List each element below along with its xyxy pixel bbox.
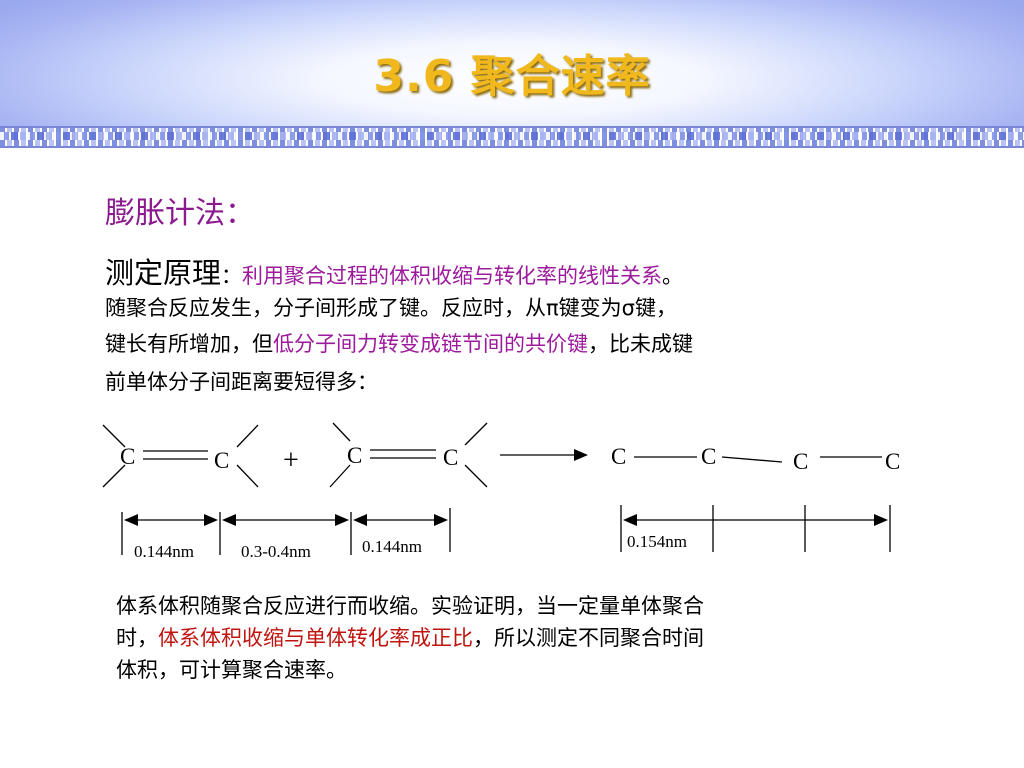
principle-colon: ： — [221, 264, 243, 288]
page-title: 3.6 聚合速率 — [373, 51, 651, 102]
dimension-label: 0.144nm — [134, 542, 194, 561]
header-banner — [0, 0, 1024, 128]
principle-highlight: 利用聚合过程的体积收缩与转化率的线性关系 — [242, 264, 663, 288]
principle-lead: 测定原理 — [105, 256, 222, 290]
principle-line3-a: 键长有所增加，但 — [105, 332, 273, 356]
principle-line-2: 随聚合反应发生，分子间形成了键。反应时，从π键变为σ键， — [105, 296, 677, 320]
principle-line3-highlight: 低分子间力转变成链节间的共价键 — [273, 332, 588, 356]
conclusion-highlight: 体系体积收缩与单体转化率成正比 — [158, 626, 473, 650]
atom-c: C — [701, 444, 716, 469]
conclusion-line-1: 体系体积随聚合反应进行而收缩。实验证明，当一定量单体聚合 — [116, 594, 704, 618]
dimension-label: 0.144nm — [362, 537, 422, 556]
atom-c: C — [347, 443, 362, 468]
border-line-top — [0, 126, 1024, 128]
atom-c: C — [120, 444, 135, 469]
plus-sign: + — [283, 445, 299, 476]
atom-c: C — [793, 449, 808, 474]
dimension-label: 0.154nm — [627, 532, 687, 551]
conclusion-line-3: 体积，可计算聚合速率。 — [116, 658, 347, 682]
principle-end: 。 — [662, 264, 684, 288]
decorative-border — [0, 126, 1024, 146]
principle-line-1: 测定原理：利用聚合过程的体积收缩与转化率的线性关系。 — [105, 250, 920, 292]
atom-c: C — [885, 449, 900, 474]
border-line-bottom — [0, 146, 1024, 148]
conclusion-line2-a: 时， — [116, 626, 158, 650]
conclusion-line-2: 时，体系体积收缩与单体转化率成正比，所以测定不同聚合时间 — [116, 622, 931, 652]
atom-c: C — [214, 448, 229, 473]
atom-c: C — [611, 444, 626, 469]
principle-line-3: 键长有所增加，但低分子间力转变成链节间的共价键，比未成键 — [105, 328, 920, 358]
principle-line-4: 前单体分子间距离要短得多： — [105, 370, 378, 394]
conclusion-line2-b: ，所以测定不同聚合时间 — [473, 626, 704, 650]
section-heading: 膨胀计法： — [105, 196, 255, 231]
atom-c: C — [443, 445, 458, 470]
dimension-label: 0.3-0.4nm — [241, 542, 311, 561]
principle-line3-b: ，比未成键 — [588, 332, 693, 356]
